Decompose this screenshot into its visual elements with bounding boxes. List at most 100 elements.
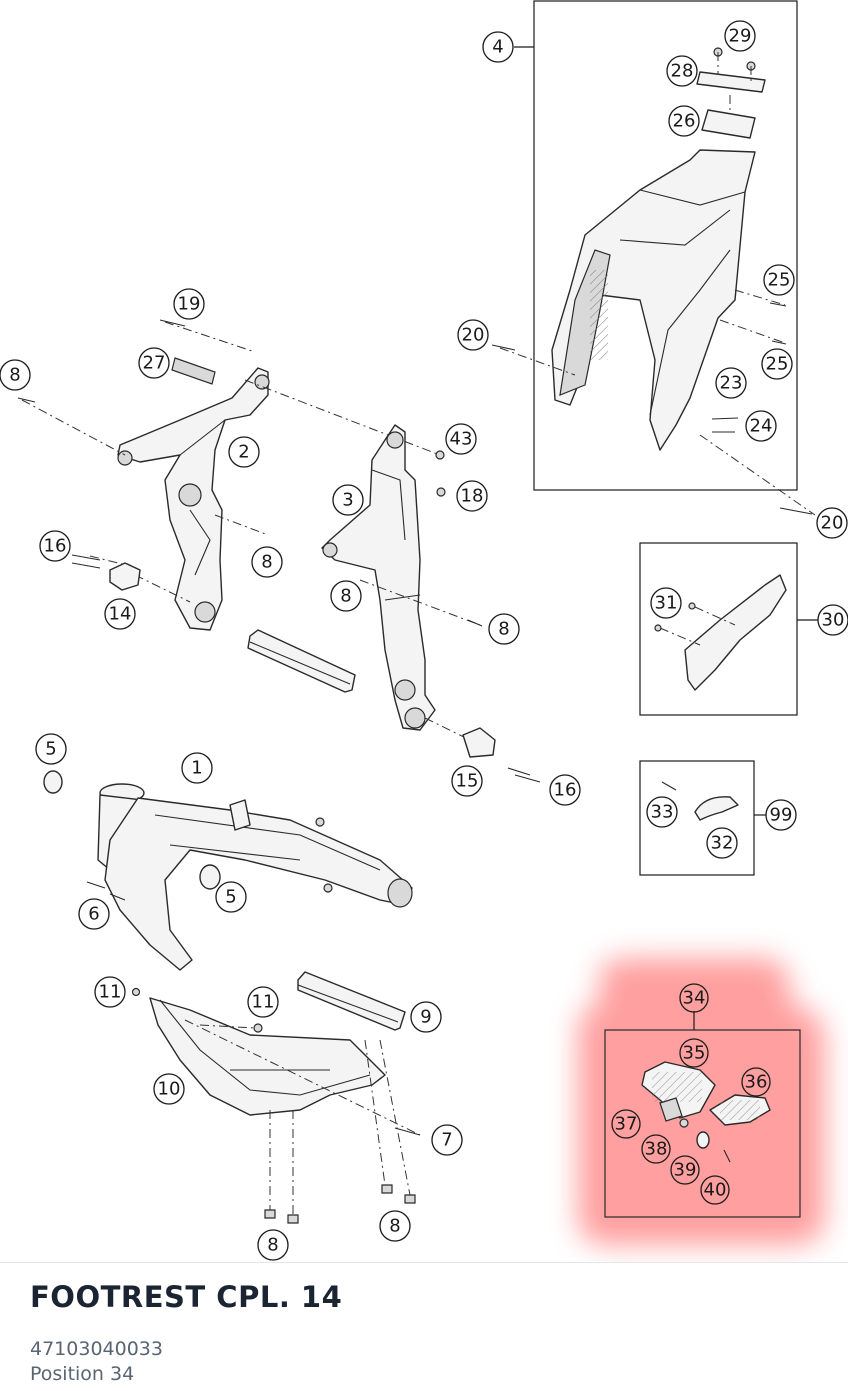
callout-5a[interactable]: 5 [35, 733, 67, 765]
svg-text:3: 3 [342, 490, 353, 511]
svg-text:33: 33 [651, 802, 674, 823]
callout-8c[interactable]: 8 [330, 580, 362, 612]
rail-part [247, 629, 356, 693]
svg-text:8: 8 [389, 1216, 400, 1237]
svg-text:4: 4 [492, 37, 503, 58]
callout-29[interactable]: 29 [724, 20, 756, 52]
svg-text:6: 6 [88, 904, 99, 925]
callout-25b[interactable]: 25 [761, 348, 793, 380]
callout-31[interactable]: 31 [650, 587, 682, 619]
callout-8d[interactable]: 8 [488, 613, 520, 645]
svg-text:11: 11 [99, 982, 122, 1003]
svg-text:8: 8 [267, 1235, 278, 1256]
callout-3[interactable]: 3 [332, 484, 364, 516]
callout-4[interactable]: 4 [482, 31, 514, 63]
callout-1[interactable]: 1 [181, 752, 213, 784]
svg-text:2: 2 [238, 442, 249, 463]
svg-text:5: 5 [225, 887, 236, 908]
callout-16a[interactable]: 16 [39, 530, 71, 562]
svg-text:23: 23 [720, 373, 743, 394]
callout-19[interactable]: 19 [173, 288, 205, 320]
callout-7[interactable]: 7 [431, 1124, 463, 1156]
part-title: FOOTREST CPL. 14 [30, 1280, 343, 1314]
svg-text:20: 20 [821, 513, 844, 534]
bracket-3-part [321, 424, 436, 731]
box-30 [639, 542, 798, 716]
callout-20b[interactable]: 20 [816, 507, 848, 539]
callout-25a[interactable]: 25 [763, 264, 795, 296]
rear-subframe-part [551, 47, 766, 451]
footrest-pair-part [641, 1061, 771, 1163]
svg-text:37: 37 [615, 1114, 638, 1135]
callout-34[interactable]: 34 [679, 983, 709, 1013]
callout-11a[interactable]: 11 [94, 976, 126, 1008]
svg-text:32: 32 [711, 833, 734, 854]
callout-35[interactable]: 35 [679, 1038, 709, 1068]
callout-11b[interactable]: 11 [247, 986, 279, 1018]
callout-8b[interactable]: 8 [251, 546, 283, 578]
svg-text:43: 43 [450, 429, 473, 450]
callout-9[interactable]: 9 [410, 1001, 442, 1033]
part-position: Position 34 [30, 1363, 135, 1385]
rear-frame-box [533, 0, 798, 491]
callout-26[interactable]: 26 [668, 105, 700, 137]
part-number: 47103040033 [30, 1338, 163, 1360]
svg-text:7: 7 [441, 1130, 452, 1151]
callout-8a[interactable]: 8 [0, 359, 31, 391]
callout-39[interactable]: 39 [670, 1155, 700, 1185]
svg-text:9: 9 [420, 1007, 431, 1028]
svg-text:8: 8 [261, 552, 272, 573]
callout-20a[interactable]: 20 [457, 319, 489, 351]
callout-38[interactable]: 38 [641, 1134, 671, 1164]
callout-27[interactable]: 27 [138, 347, 170, 379]
svg-text:18: 18 [461, 486, 484, 507]
callout-23[interactable]: 23 [715, 367, 747, 399]
callout-14[interactable]: 14 [104, 598, 136, 630]
callout-15[interactable]: 15 [451, 765, 483, 797]
skid-plate-part [149, 997, 386, 1116]
part-info-footer: FOOTREST CPL. 14 47103040033 Position 34 [0, 1262, 848, 1391]
svg-text:15: 15 [456, 771, 479, 792]
exploded-parts-diagram [17, 0, 825, 1245]
svg-text:10: 10 [158, 1079, 181, 1100]
svg-text:28: 28 [671, 61, 694, 82]
callout-28[interactable]: 28 [666, 55, 698, 87]
rail-9-part [297, 971, 406, 1031]
svg-text:25: 25 [768, 270, 791, 291]
callout-8f[interactable]: 8 [257, 1229, 289, 1261]
callout-10[interactable]: 10 [153, 1073, 185, 1105]
callout-43[interactable]: 43 [445, 423, 477, 455]
callout-16b[interactable]: 16 [549, 774, 581, 806]
callout-5b[interactable]: 5 [215, 881, 247, 913]
callout-18[interactable]: 18 [456, 480, 488, 512]
heel-guard-part [684, 574, 787, 691]
svg-text:38: 38 [645, 1139, 668, 1160]
callout-36[interactable]: 36 [741, 1067, 771, 1097]
svg-text:19: 19 [178, 294, 201, 315]
callout-2[interactable]: 2 [228, 436, 260, 468]
box-34 [604, 1029, 801, 1218]
svg-text:39: 39 [674, 1160, 697, 1181]
callout-37[interactable]: 37 [611, 1109, 641, 1139]
svg-text:26: 26 [673, 111, 696, 132]
callout-30[interactable]: 30 [817, 604, 848, 636]
bracket-32-part [694, 796, 739, 821]
callout-99[interactable]: 99 [765, 799, 797, 831]
svg-text:14: 14 [109, 604, 132, 625]
callout-33[interactable]: 33 [646, 796, 678, 828]
callout-8e[interactable]: 8 [379, 1210, 411, 1242]
callout-32[interactable]: 32 [706, 827, 738, 859]
callout-40[interactable]: 40 [700, 1175, 730, 1205]
svg-text:8: 8 [340, 586, 351, 607]
callout-6[interactable]: 6 [78, 898, 110, 930]
svg-text:25: 25 [766, 354, 789, 375]
svg-text:8: 8 [498, 619, 509, 640]
svg-text:99: 99 [770, 805, 793, 826]
svg-text:35: 35 [683, 1043, 706, 1064]
svg-text:5: 5 [45, 739, 56, 760]
svg-text:36: 36 [745, 1072, 768, 1093]
callout-24[interactable]: 24 [745, 410, 777, 442]
svg-text:30: 30 [822, 610, 845, 631]
svg-text:1: 1 [191, 758, 202, 779]
svg-text:40: 40 [704, 1180, 727, 1201]
